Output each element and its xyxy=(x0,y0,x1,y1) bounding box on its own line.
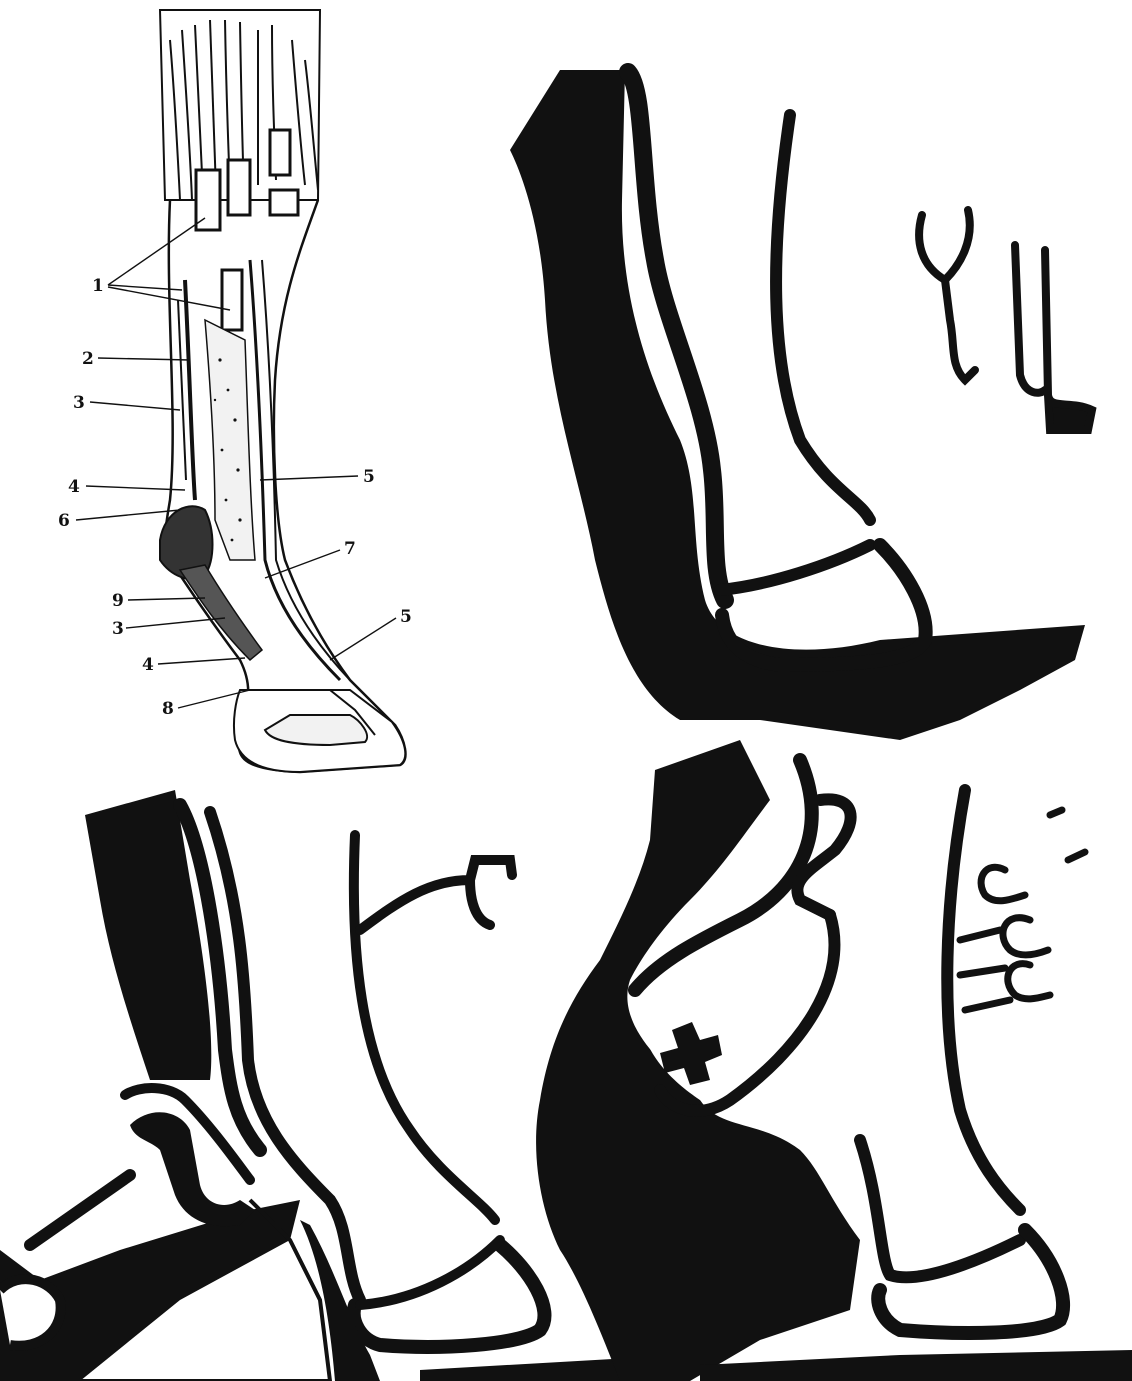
label-2: 2 xyxy=(82,349,94,369)
label-6: 6 xyxy=(58,511,70,531)
label-5-lower: 5 xyxy=(400,607,412,627)
anatomy-leg-panel: 1 2 3 4 5 6 7 9 3 5 4 8 xyxy=(58,10,412,772)
hoof-bandaged-bottom-right xyxy=(536,740,1132,1381)
label-4-lower: 4 xyxy=(142,655,154,675)
label-1: 1 xyxy=(92,276,104,296)
hoof-profile-top-right xyxy=(510,70,1092,740)
label-5-upper: 5 xyxy=(363,467,375,487)
label-8: 8 xyxy=(162,699,174,719)
label-3-lower: 3 xyxy=(112,619,124,639)
motion-lines-icon xyxy=(960,810,1085,1010)
stethoscope-icon xyxy=(919,210,1092,430)
label-7: 7 xyxy=(344,539,356,559)
label-9: 9 xyxy=(112,591,124,611)
label-4-upper: 4 xyxy=(68,477,80,497)
label-3-upper: 3 xyxy=(73,393,85,413)
